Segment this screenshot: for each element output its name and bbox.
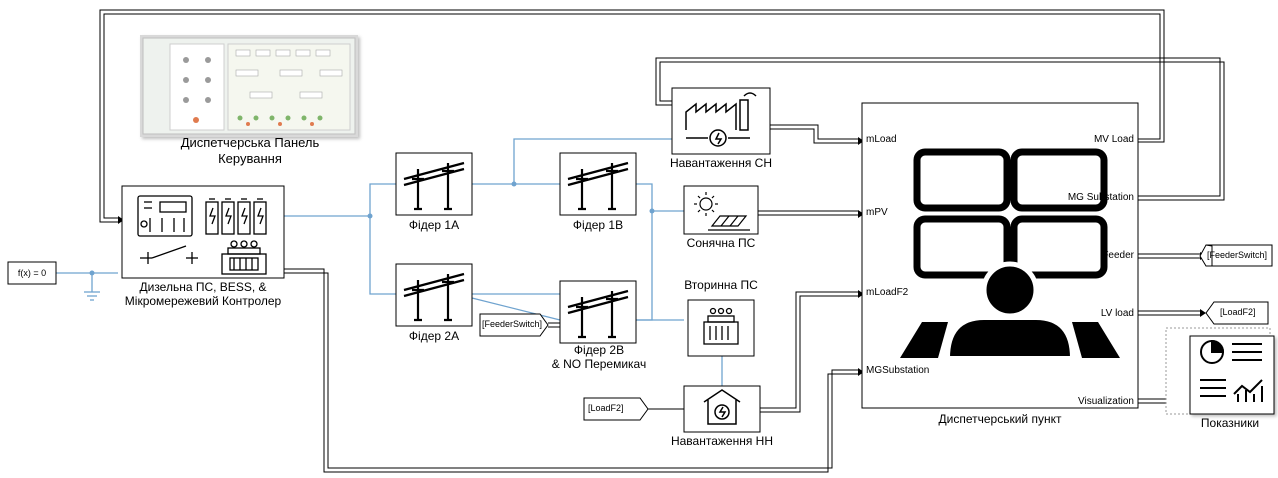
secondary-substation-block[interactable] bbox=[688, 300, 754, 356]
mv-load-label: Навантаження СН bbox=[650, 156, 792, 170]
feeder-2a-label: Фідер 2A bbox=[390, 329, 478, 343]
feeder-2a-block[interactable] bbox=[396, 264, 472, 326]
feeder-1b-block[interactable] bbox=[560, 153, 636, 215]
dispatch-output-mv-load: MV Load bbox=[1094, 134, 1134, 145]
feeder-2b-label-line1: Фідер 2B bbox=[544, 343, 654, 357]
feeder-1a-label: Фідер 1A bbox=[390, 218, 478, 232]
control-panel-label-line1: Диспетчерська Панель bbox=[140, 136, 360, 150]
lv-load-block[interactable] bbox=[684, 386, 760, 432]
feeder-2b-block[interactable] bbox=[560, 281, 636, 343]
feeder-1a-block[interactable] bbox=[396, 153, 472, 215]
control-panel-label-line2: Керування bbox=[140, 152, 360, 166]
lv-load-label: Навантаження НН bbox=[650, 434, 794, 448]
dispatch-output-mg-substation: MG Substation bbox=[1068, 192, 1134, 203]
indicators-label: Показники bbox=[1180, 416, 1278, 430]
diesel-bess-controller-block[interactable] bbox=[122, 186, 284, 278]
goto-tag-feederswitch-text: [FeederSwitch] bbox=[1207, 250, 1267, 260]
feeder-2b-label-line2: & NO Перемикач bbox=[544, 357, 654, 371]
dispatch-center-block[interactable] bbox=[862, 103, 1138, 408]
from-tag-feederswitch-text: [FeederSwitch] bbox=[482, 319, 542, 329]
goto-tag-loadf2-text: [LoadF2] bbox=[1220, 307, 1256, 317]
secondary-substation-label: Вторинна ПС bbox=[660, 278, 782, 292]
indicators-block[interactable] bbox=[1166, 328, 1274, 414]
control-panel-thumbnail[interactable] bbox=[140, 35, 358, 137]
dispatch-output-visualization: Visualization bbox=[1078, 396, 1134, 407]
diesel-block-label-line1: Дизельна ПС, BESS, & bbox=[112, 280, 294, 294]
constant-block-label: f(x) = 0 bbox=[8, 266, 56, 280]
from-tag-loadf2-text: [LoadF2] bbox=[588, 403, 624, 413]
dispatch-output-feeder: Feeder bbox=[1102, 250, 1134, 261]
dispatch-input-mload: mLoad bbox=[866, 134, 897, 145]
feeder-1b-label: Фідер 1B bbox=[554, 218, 642, 232]
solar-block[interactable] bbox=[684, 186, 758, 234]
diesel-block-label-line2: Мікромережевий Контролер bbox=[112, 294, 294, 308]
dispatch-center-label: Диспетчерський пункт bbox=[880, 412, 1120, 426]
ground-icon bbox=[84, 292, 100, 300]
dispatch-input-mgsubstation: MGSubstation bbox=[866, 365, 929, 376]
solar-label: Сонячна ПС bbox=[670, 236, 772, 250]
mv-load-block[interactable] bbox=[672, 88, 770, 154]
dispatch-input-mloadf2: mLoadF2 bbox=[866, 287, 908, 298]
dispatch-output-lv-load: LV load bbox=[1101, 308, 1134, 319]
dispatch-input-mpv: mPV bbox=[866, 207, 888, 218]
